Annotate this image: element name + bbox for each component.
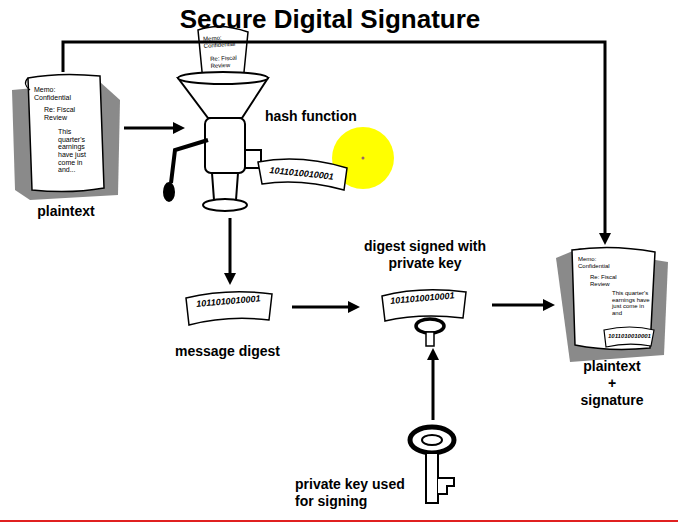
grinder-crank	[171, 140, 208, 183]
memo-text: Memo: Confidential	[34, 86, 82, 101]
key-shaft	[426, 332, 434, 346]
flow-arrow	[229, 218, 232, 275]
footer-rule	[0, 520, 678, 522]
grinder-base	[203, 199, 247, 211]
caption: plaintext + signature	[578, 358, 646, 408]
key-shaft	[426, 453, 438, 503]
memo-text: This quarter's earnings have just come i…	[612, 290, 650, 316]
key-ring	[416, 319, 444, 333]
caption: message digest	[165, 343, 290, 360]
grinder-body	[205, 118, 245, 173]
flow-arrow	[432, 358, 435, 420]
key-teeth	[438, 478, 454, 494]
document-shadow	[556, 248, 668, 362]
funnel-rim	[178, 72, 268, 84]
key-hole	[422, 435, 442, 445]
caption: plaintext	[10, 203, 122, 220]
caption: digest signed with private key	[360, 238, 490, 272]
memo-text: Re: Fiscal Review	[210, 54, 245, 69]
digest-strip	[186, 292, 272, 325]
flow-arrow	[124, 127, 175, 130]
key-node: private key used for signing	[290, 420, 465, 515]
grinder-clamp	[212, 173, 238, 200]
signed-digest-figure	[382, 290, 466, 346]
caption: private key used for signing	[295, 476, 417, 510]
memo-text: This quarter's earnings have just come i…	[58, 128, 100, 174]
memo-text: Memo: Confidential	[578, 256, 623, 269]
flow-arrow	[492, 304, 545, 307]
flow-arrow	[292, 306, 350, 309]
cursor-dot	[362, 157, 365, 160]
memo-text: Memo: Confidential	[203, 33, 244, 49]
crank-knob	[164, 183, 174, 201]
signed-document-node: plaintext + signature	[555, 245, 670, 410]
digest-bits: 1011010010001	[608, 333, 654, 340]
document-page	[28, 74, 104, 191]
memo-text: Re: Fiscal Review	[44, 106, 84, 121]
digest-strip	[382, 290, 466, 321]
document-figure	[12, 74, 120, 200]
digest-strip	[258, 159, 347, 190]
signature-strip	[604, 327, 654, 347]
document-page	[572, 247, 655, 349]
signed-document-figure	[556, 247, 668, 362]
hash-node: hash function	[185, 20, 372, 218]
key-ring	[410, 427, 454, 453]
key-figure	[410, 427, 454, 503]
flow-arrow	[63, 42, 605, 235]
diagram-title: Secure Digital Signature	[130, 4, 530, 35]
caption: hash function	[265, 108, 370, 125]
page-curl	[25, 78, 30, 90]
memo-text: Re: Fiscal Review	[590, 274, 626, 287]
